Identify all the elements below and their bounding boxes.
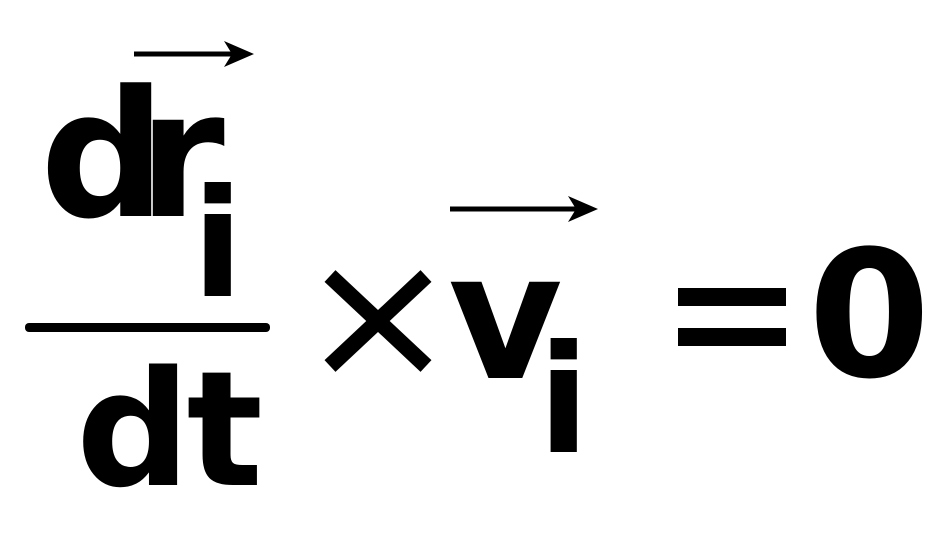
numerator-subscript-i: i (192, 158, 244, 332)
vector-arrow-over-v (450, 196, 598, 222)
vector-v-subscript-i: i (538, 314, 590, 488)
rhs-zero: 0 (808, 213, 931, 418)
times-operator (324, 270, 432, 372)
vector-arrow-over-r (134, 41, 254, 67)
fraction-bar (25, 323, 270, 332)
equals-sign (678, 288, 786, 346)
numerator-r: r (138, 53, 225, 258)
vector-v: v (448, 215, 563, 420)
denominator-dt: dt (76, 336, 263, 523)
numerator-d: d (40, 53, 166, 258)
